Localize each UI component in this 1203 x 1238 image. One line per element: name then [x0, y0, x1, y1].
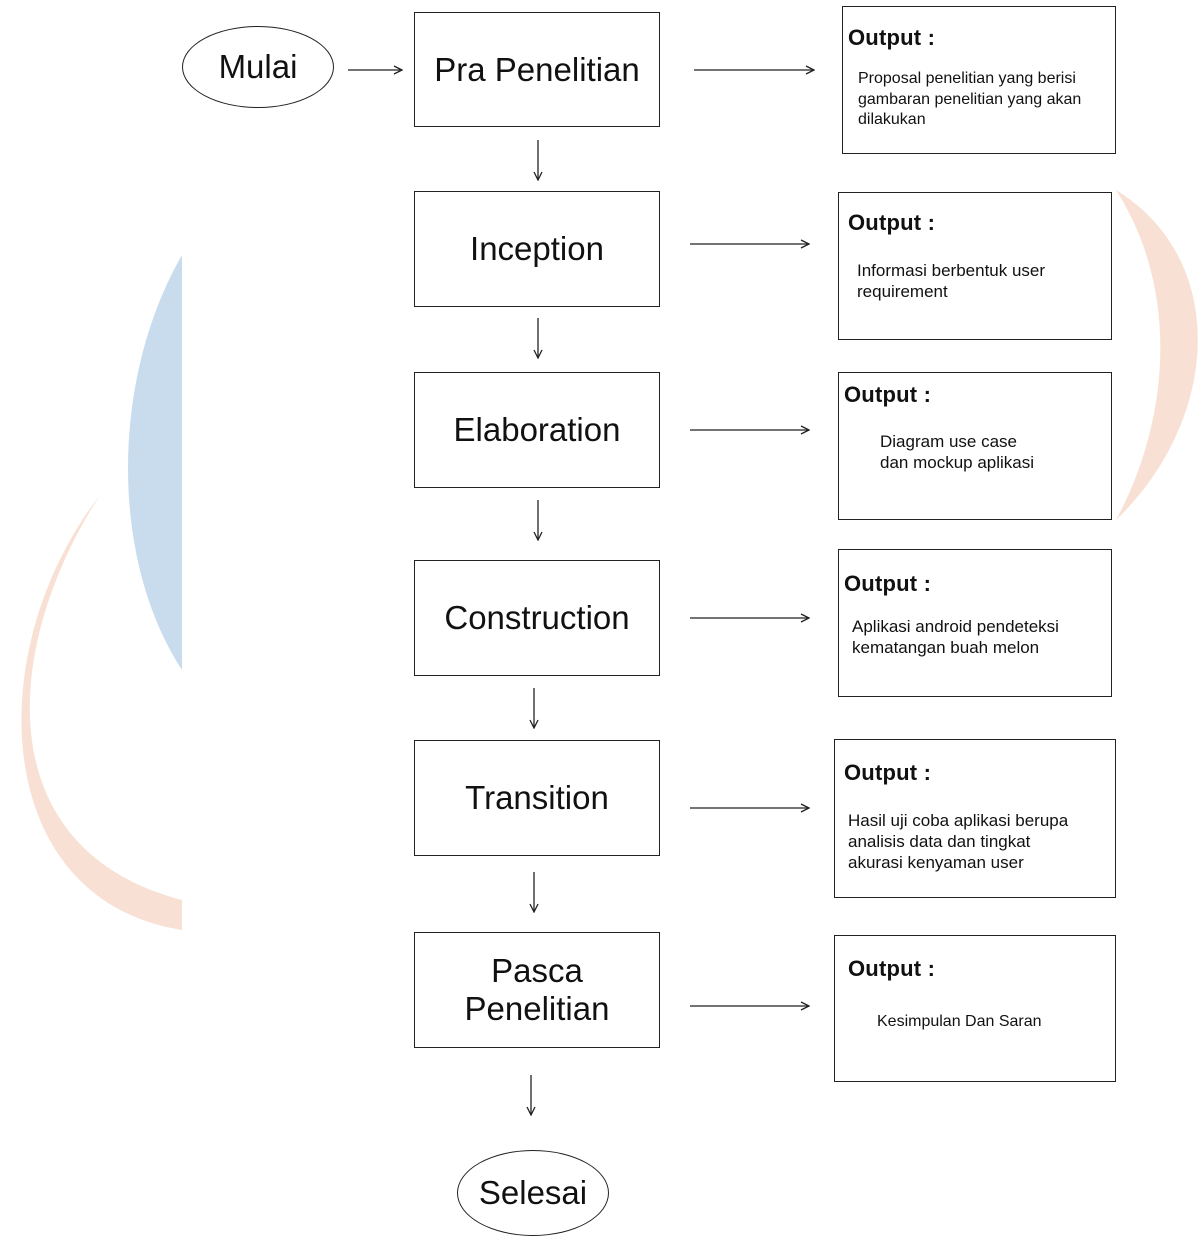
output-box-pra-penelitian: Output : Proposal penelitian yang berisi…	[842, 6, 1116, 154]
watermark-blue-arc	[128, 255, 182, 670]
step-inception: Inception	[414, 191, 660, 307]
output-box-inception: Output : Informasi berbentuk user requir…	[838, 192, 1112, 340]
start-terminal: Mulai	[182, 26, 334, 108]
output-text: Aplikasi android pendeteksi kematangan b…	[852, 617, 1059, 657]
output-box-pasca-penelitian: Output : Kesimpulan Dan Saran	[834, 935, 1116, 1082]
output-text: Kesimpulan Dan Saran	[877, 1013, 1042, 1030]
start-label: Mulai	[218, 48, 298, 85]
output-text: Diagram use case dan mockup aplikasi	[880, 432, 1035, 472]
step-construction: Construction	[414, 560, 660, 676]
output-text: Proposal penelitian yang berisi gambaran…	[858, 70, 1082, 128]
step-pra-penelitian: Pra Penelitian	[414, 12, 660, 127]
step-elaboration: Elaboration	[414, 372, 660, 488]
output-heading: Output :	[848, 210, 936, 235]
output-box-construction: Output : Aplikasi android pendeteksi kem…	[838, 549, 1112, 697]
step-pasca-penelitian: Pasca Penelitian	[414, 932, 660, 1048]
end-label: Selesai	[478, 1174, 588, 1211]
output-heading: Output :	[844, 382, 932, 407]
step-label: Pasca Penelitian	[464, 952, 610, 1027]
output-text: Hasil uji coba aplikasi berupa analisis …	[848, 811, 1069, 872]
output-box-transition: Output : Hasil uji coba aplikasi berupa …	[834, 739, 1116, 898]
output-heading: Output :	[844, 571, 932, 596]
step-label: Elaboration	[453, 411, 621, 448]
step-label: Pra Penelitian	[434, 50, 640, 88]
step-label: Inception	[470, 230, 604, 267]
output-heading: Output :	[848, 25, 936, 50]
output-heading: Output :	[848, 956, 936, 981]
watermark-peach-arc-left	[21, 495, 182, 930]
output-heading: Output :	[844, 760, 932, 785]
step-label: Construction	[444, 599, 630, 636]
step-transition: Transition	[414, 740, 660, 856]
output-text: Informasi berbentuk user requirement	[857, 261, 1046, 301]
output-box-elaboration: Output : Diagram use case dan mockup apl…	[838, 372, 1112, 520]
step-label: Transition	[465, 779, 609, 816]
watermark-peach-arc-right	[1116, 190, 1198, 520]
end-terminal: Selesai	[457, 1150, 609, 1236]
